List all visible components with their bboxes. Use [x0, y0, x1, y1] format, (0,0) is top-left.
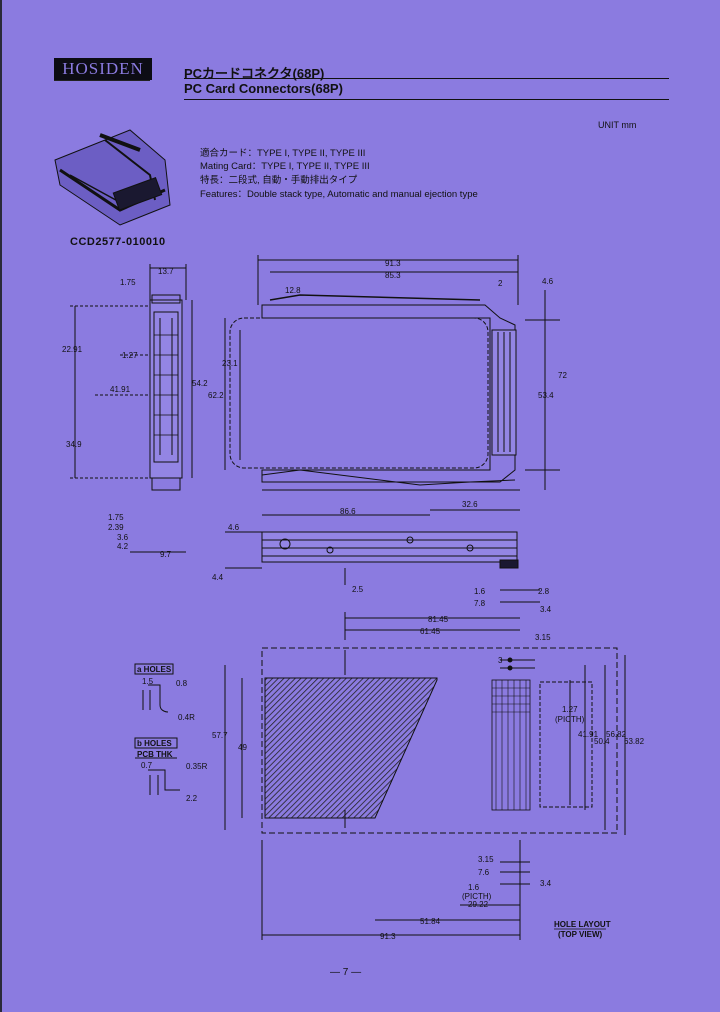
svg-text:3.15: 3.15	[478, 855, 494, 864]
svg-text:91.3: 91.3	[385, 259, 401, 268]
svg-text:63.82: 63.82	[624, 737, 645, 746]
svg-text:49: 49	[238, 743, 247, 752]
title-english: PC Card Connectors(68P)	[184, 81, 343, 96]
svg-text:3.4: 3.4	[540, 879, 552, 888]
svg-text:86.6: 86.6	[340, 507, 356, 516]
svg-text:HOLE LAYOUT: HOLE LAYOUT	[554, 920, 611, 929]
logo-underline	[54, 80, 150, 81]
svg-text:4.6: 4.6	[542, 277, 554, 286]
svg-text:0.7: 0.7	[141, 761, 153, 770]
svg-text:1.75: 1.75	[120, 278, 136, 287]
svg-text:3.6: 3.6	[117, 533, 129, 542]
svg-text:4.4: 4.4	[212, 573, 224, 582]
svg-text:13.7: 13.7	[158, 267, 174, 276]
scan-edge-mark	[0, 0, 2, 1012]
svg-text:0.4R: 0.4R	[178, 713, 195, 722]
svg-text:29.22: 29.22	[468, 900, 489, 909]
front-view	[225, 531, 540, 603]
hole-a-labels: a HOLES 1.5 0.8 0.4R	[137, 665, 195, 722]
svg-text:12.8: 12.8	[285, 286, 301, 295]
svg-text:2.39: 2.39	[108, 523, 124, 532]
svg-text:85.3: 85.3	[385, 271, 401, 280]
hole-b-labels: b HOLES PCB THK 0.7 0.35R 2.2	[137, 739, 208, 803]
svg-text:51.84: 51.84	[420, 917, 441, 926]
svg-text:(PICTH): (PICTH)	[462, 892, 492, 901]
svg-text:34.9: 34.9	[66, 440, 82, 449]
svg-text:2.2: 2.2	[186, 794, 198, 803]
svg-text:a HOLES: a HOLES	[137, 665, 172, 674]
pcb-footprint	[224, 612, 626, 940]
svg-text:1.5: 1.5	[142, 677, 154, 686]
svg-text:1.6: 1.6	[468, 883, 480, 892]
hole-layout-caption: HOLE LAYOUT (TOP VIEW)	[554, 920, 611, 939]
svg-text:91.3: 91.3	[380, 932, 396, 941]
svg-text:7.6: 7.6	[478, 868, 490, 877]
svg-text:57.7: 57.7	[212, 731, 228, 740]
svg-text:9.7: 9.7	[160, 550, 172, 559]
hole-b-detail	[134, 737, 180, 795]
spec-features-en: Features：Double stack type, Automatic an…	[200, 189, 478, 200]
front-view-dims: 4.6 4.4 2.5 1.6 7.8 2.8 3.4	[212, 523, 552, 614]
svg-text:56.82: 56.82	[606, 730, 627, 739]
title-rule-top	[184, 78, 669, 79]
svg-text:41.91: 41.91	[578, 730, 599, 739]
svg-text:22.91: 22.91	[62, 345, 83, 354]
hole-a-detail	[134, 663, 174, 713]
svg-text:4.6: 4.6	[228, 523, 240, 532]
page-number: — 7 —	[330, 967, 362, 978]
svg-text:3: 3	[498, 656, 503, 665]
svg-text:81.45: 81.45	[428, 615, 449, 624]
svg-text:0.35R: 0.35R	[186, 762, 208, 771]
svg-text:3.15: 3.15	[535, 633, 551, 642]
top-view	[224, 255, 560, 516]
svg-text:61.45: 61.45	[420, 627, 441, 636]
svg-text:2.8: 2.8	[538, 587, 550, 596]
svg-text:72: 72	[558, 371, 567, 380]
svg-text:23.1: 23.1	[222, 359, 238, 368]
svg-text:54.2: 54.2	[192, 379, 208, 388]
connector-photo	[54, 129, 171, 226]
spec-mating-en: Mating Card：TYPE I, TYPE II, TYPE III	[200, 161, 370, 172]
svg-text:2: 2	[498, 279, 503, 288]
svg-text:4.2: 4.2	[117, 542, 129, 551]
svg-text:b HOLES: b HOLES	[137, 739, 172, 748]
title-rule-bottom	[184, 99, 669, 100]
part-number: CCD2577-010010	[70, 236, 166, 248]
svg-text:50.4: 50.4	[594, 737, 610, 746]
svg-text:1.75: 1.75	[108, 513, 124, 522]
svg-text:1.6: 1.6	[474, 587, 486, 596]
svg-text:(TOP VIEW): (TOP VIEW)	[558, 930, 602, 939]
svg-text:0.8: 0.8	[176, 679, 188, 688]
svg-text:41.91: 41.91	[110, 385, 131, 394]
svg-text:32.6: 32.6	[462, 500, 478, 509]
footprint-dims: 81.45 61.45 3.15 3 1.27 (PICTH) 41.91 50…	[212, 615, 645, 941]
svg-text:3.4: 3.4	[540, 605, 552, 614]
svg-text:62.2: 62.2	[208, 391, 224, 400]
spec-mating-jp: 適合カード：TYPE I, TYPE II, TYPE III	[200, 148, 366, 159]
svg-text:1.27: 1.27	[562, 705, 578, 714]
unit-label: UNIT mm	[598, 120, 637, 130]
top-view-dims: 91.3 85.3 4.6 2 12.8 23.1 62.2 72 53.4 8…	[208, 259, 567, 516]
svg-text:1.27: 1.27	[122, 351, 138, 360]
title-japanese: PCカードコネクタ(68P)	[184, 66, 325, 81]
svg-text:2.5: 2.5	[352, 585, 364, 594]
side-view	[70, 264, 193, 553]
side-view-dims: 13.7 1.75 22.91 1.27 41.91 34.9 54.2 1.7…	[62, 267, 208, 559]
spec-features-jp: 特長：二段式, 自動・手動排出タイプ	[200, 175, 358, 186]
svg-text:(PICTH): (PICTH)	[555, 715, 585, 724]
svg-text:7.8: 7.8	[474, 599, 486, 608]
svg-text:PCB THK: PCB THK	[137, 750, 173, 759]
svg-text:53.4: 53.4	[538, 391, 554, 400]
hosiden-logo: HOSIDEN	[54, 58, 152, 80]
